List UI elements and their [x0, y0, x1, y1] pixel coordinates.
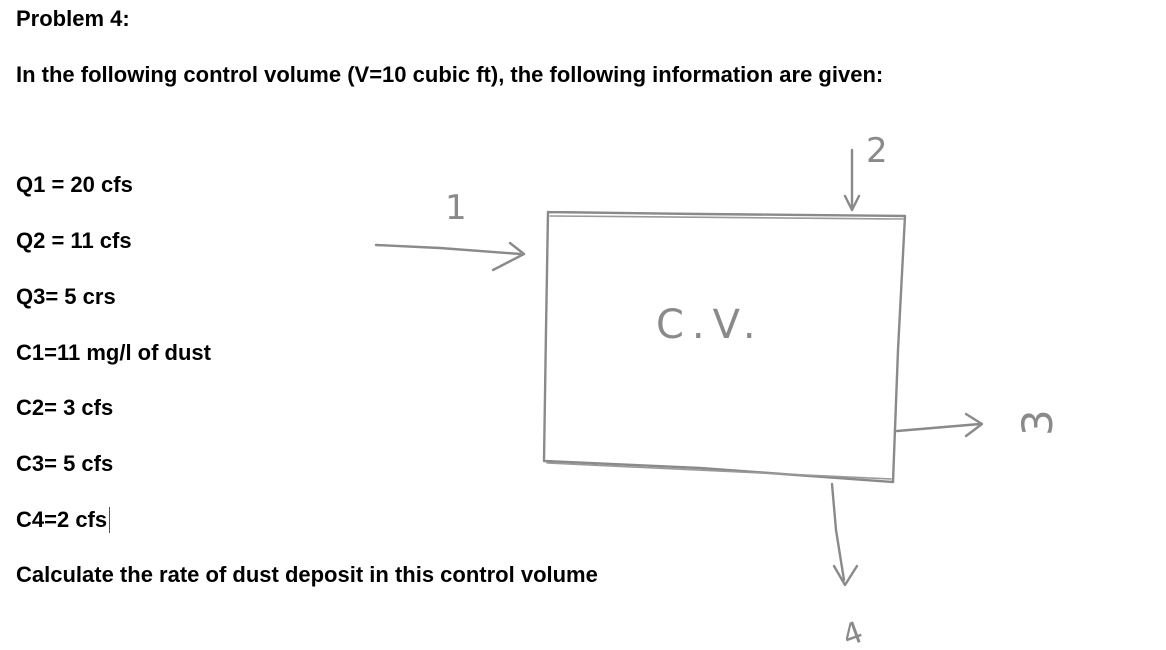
given-c4: C4=2 cfs	[16, 507, 108, 532]
outlet-4-label: 4	[838, 615, 868, 650]
control-volume-label: C.V.	[656, 302, 764, 348]
given-q2: Q2 = 11 cfs	[16, 228, 132, 253]
inlet-2-arrow	[843, 148, 861, 212]
inlet-2-label: 2	[866, 131, 888, 171]
outlet-3-label: 3	[1013, 409, 1062, 436]
text-cursor	[109, 507, 111, 533]
given-c1: C1=11 mg/l of dust	[16, 340, 211, 365]
inlet-1-label: 1	[445, 188, 467, 228]
problem-intro: In the following control volume (V=10 cu…	[16, 62, 884, 87]
outlet-4-arrow	[830, 482, 859, 587]
given-c4-line[interactable]: C4=2 cfs	[16, 507, 111, 533]
given-c3: C3= 5 cfs	[16, 451, 114, 476]
given-c2: C2= 3 cfs	[16, 395, 114, 420]
given-q3: Q3= 5 crs	[16, 284, 116, 309]
problem-title: Problem 4:	[16, 6, 130, 31]
problem-question: Calculate the rate of dust deposit in th…	[16, 562, 598, 587]
control-volume-box	[542, 210, 907, 484]
given-q1: Q1 = 20 cfs	[16, 172, 133, 197]
inlet-1-arrow	[374, 241, 526, 272]
outlet-3-arrow	[895, 412, 984, 438]
